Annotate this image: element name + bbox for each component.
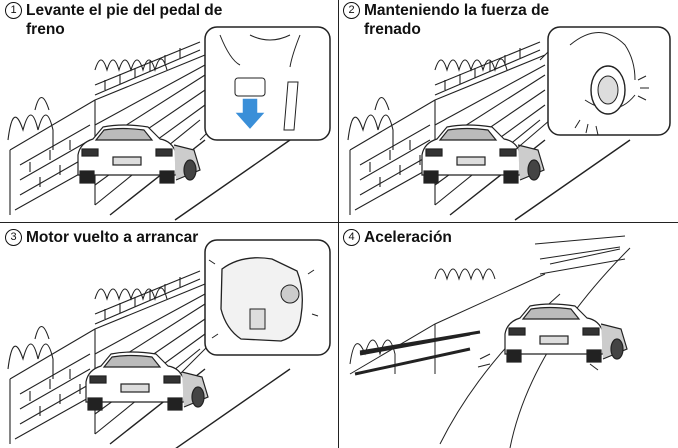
engine-icon [220,257,303,342]
step-2-illustration [347,26,671,221]
arrow-down-icon [232,97,268,132]
step-number: 1 [5,2,22,19]
vertical-divider [338,0,339,448]
step-1-illustration [7,26,331,221]
step-number: 2 [343,2,360,19]
horizontal-divider [0,222,678,223]
step-4-panel: 4 Aceleración [340,224,678,448]
step-number: 3 [5,229,22,246]
speed-lines [534,235,626,275]
step-number: 4 [343,229,360,246]
step-3-panel: 3 Motor vuelto a arrancar [0,224,338,448]
step-3-title: 3 Motor vuelto a arrancar [5,228,198,247]
step-4-illustration [349,235,631,448]
step-3-illustration [7,239,331,448]
step-4-title: 4 Aceleración [343,228,452,247]
